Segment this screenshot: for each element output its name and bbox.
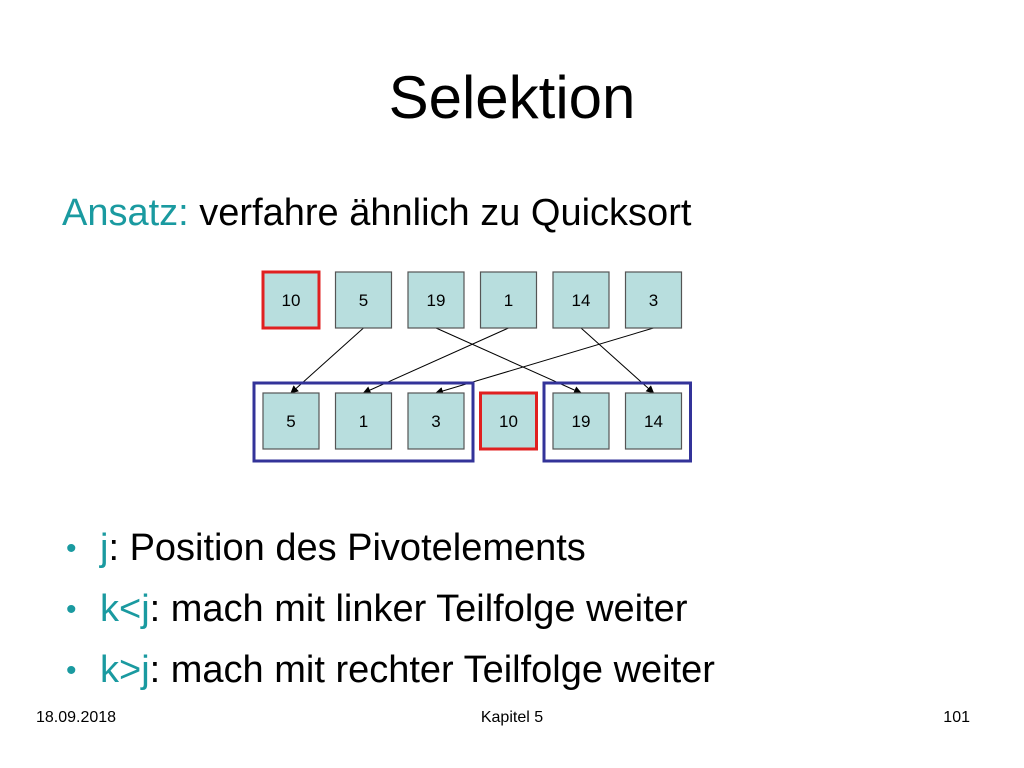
right-partition-bracket <box>542 381 692 463</box>
bottom-row-pivot-cell <box>479 391 538 451</box>
bullet-key: j <box>100 527 109 569</box>
top-row: 10 5 19 1 14 3 <box>261 270 683 330</box>
top-row-cell <box>624 271 683 329</box>
bottom-row-cell-value: 3 <box>431 412 440 431</box>
footer-page-number: 101 <box>943 709 970 726</box>
bottom-row-cell-value: 10 <box>499 412 518 431</box>
top-row-pivot-cell <box>261 270 321 330</box>
footer-date: 18.09.2018 <box>36 709 117 726</box>
subtitle-text: verfahre ähnlich zu Quicksort <box>188 192 692 234</box>
bullet-item: • k>j: mach mit rechter Teilfolge weiter <box>62 640 715 701</box>
subtitle-label: Ansatz: <box>62 192 189 234</box>
top-row-cell <box>552 271 610 329</box>
bottom-row-cell-value: 14 <box>644 412 663 431</box>
bottom-row-cell <box>407 392 465 450</box>
bottom-row-cell-value: 1 <box>359 412 368 431</box>
top-row-cell-value: 1 <box>504 291 513 310</box>
top-row-cell <box>407 271 465 329</box>
bullet-dot-icon: • <box>66 593 77 626</box>
bullet-item: • k<j: mach mit linker Teilfolge weiter <box>62 579 715 640</box>
groups-layer <box>252 381 692 463</box>
slide-title: Selektion <box>388 64 636 131</box>
bullet-item: • j: Position des Pivotelements <box>62 518 715 579</box>
top-row-cell-value: 10 <box>282 291 301 310</box>
bullet-dot-icon: • <box>66 654 77 687</box>
left-partition-bracket <box>252 381 475 463</box>
bottom-row-cell <box>624 392 683 450</box>
bullet-text: : mach mit rechter Teilfolge weiter <box>149 649 715 691</box>
top-row-cell-value: 3 <box>649 291 658 310</box>
bullet-text: : mach mit linker Teilfolge weiter <box>149 588 688 630</box>
top-row-cell <box>334 271 393 329</box>
bottom-row-cell <box>552 392 610 450</box>
top-row-cell-value: 14 <box>572 291 591 310</box>
bullet-key: k>j <box>100 649 150 691</box>
bottom-row: 5 1 3 10 19 14 <box>262 391 683 451</box>
bottom-row-cell-value: 19 <box>572 412 591 431</box>
bullet-key: k<j <box>100 588 150 630</box>
bullet-list: •j: Position des Pivotelements •k<j: mac… <box>62 518 715 701</box>
top-row-cell <box>479 271 538 329</box>
subtitle: Ansatz: verfahre ähnlich zu Quicksort <box>62 190 691 236</box>
bottom-row-cell <box>262 392 320 450</box>
footer-chapter: Kapitel 5 <box>480 709 544 726</box>
bottom-row-cell-value: 5 <box>286 412 295 431</box>
top-row-cell-value: 5 <box>359 291 368 310</box>
bullet-text: : Position des Pivotelements <box>108 527 586 569</box>
bullet-dot-icon: • <box>66 532 77 565</box>
top-row-cell-value: 19 <box>427 291 446 310</box>
bottom-row-cell <box>334 392 393 450</box>
